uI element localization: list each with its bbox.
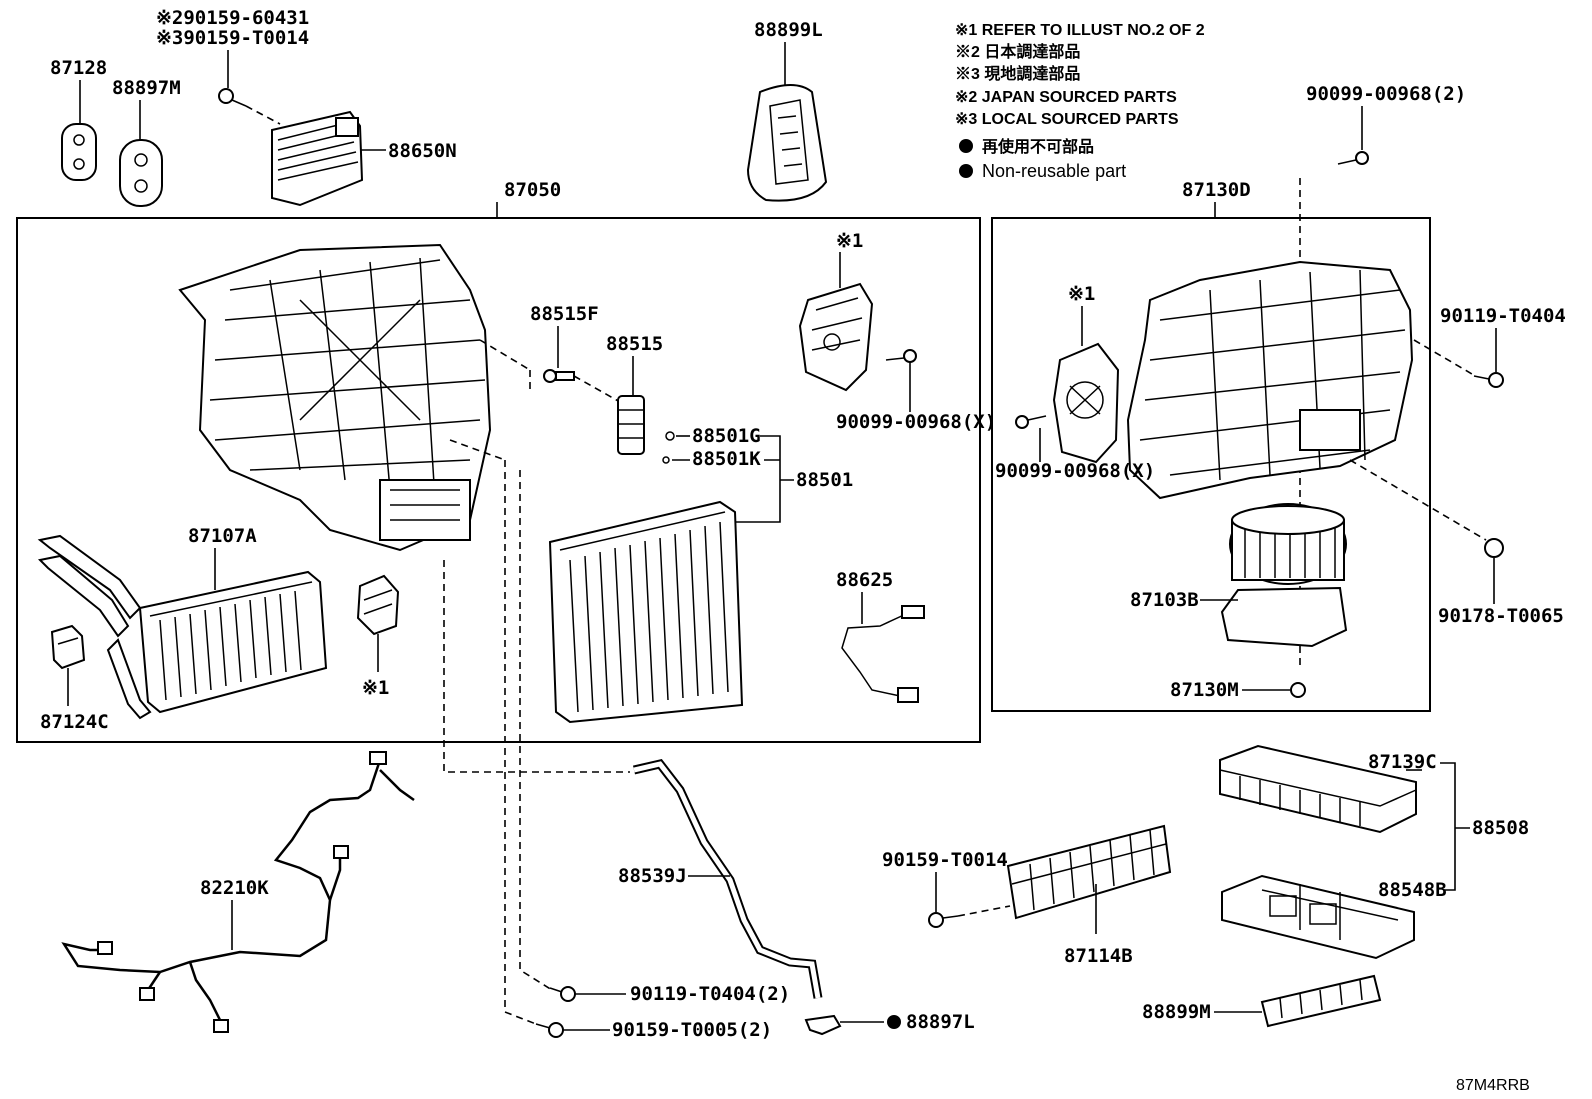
label-390159: ※390159-T0014	[156, 27, 309, 49]
screw-icon	[535, 1022, 564, 1038]
label-90159-T0005: 90159-T0005(2)	[612, 1019, 772, 1041]
label-88508: 88508	[1472, 817, 1529, 839]
label-290159: ※290159-60431	[156, 7, 309, 29]
label-90099-2: 90099-00968(2)	[1306, 83, 1466, 105]
label-90119-a: 90119-T0404	[1440, 305, 1566, 327]
note-nonreusable-en: Non-reusable part	[982, 161, 1126, 181]
grommet-87128-icon	[61, 123, 97, 181]
note-japan-jp: ※2 日本調達部品	[955, 42, 1080, 61]
pipe-88539J-icon	[632, 758, 823, 999]
assembly-87130D-box	[991, 217, 1431, 712]
non-reusable-dot-icon	[959, 164, 973, 178]
note-japan-en: ※2 JAPAN SOURCED PARTS	[955, 89, 1177, 106]
bolt-88515F-icon	[543, 369, 575, 383]
blower-motor-icon	[1220, 503, 1348, 648]
label-88897M: 88897M	[112, 77, 181, 99]
screw-icon	[885, 349, 917, 363]
screen-87114B-icon	[1006, 824, 1172, 920]
label-88650N: 88650N	[388, 140, 457, 162]
label-87114B: 87114B	[1064, 945, 1133, 967]
label-87050: 87050	[504, 179, 561, 201]
label-88501: 88501	[796, 469, 853, 491]
dash-route-pipe	[443, 560, 630, 773]
grommet-88897L-icon	[804, 1014, 842, 1036]
non-reusable-dot-icon	[887, 1015, 901, 1029]
label-88899L: 88899L	[754, 19, 823, 41]
label-88515F: 88515F	[530, 303, 599, 325]
screw-icon	[928, 912, 959, 928]
screw-icon	[549, 986, 576, 1002]
dash-housing-1	[479, 339, 531, 371]
note-nonreusable-jp: 再使用不可部品	[982, 137, 1094, 156]
dash-route-screw1	[519, 470, 553, 991]
label-88897L: 88897L	[906, 1011, 975, 1033]
screw-icon	[1473, 372, 1504, 388]
clip-90178-icon	[1484, 538, 1504, 558]
note-local-en: ※3 LOCAL SOURCED PARTS	[955, 111, 1179, 128]
label-88501K: 88501K	[692, 448, 761, 470]
label-87107A: 87107A	[188, 525, 257, 547]
bracket-88501	[736, 435, 794, 523]
bracket-88508	[1440, 762, 1470, 891]
mode-actuator-icon	[1052, 342, 1120, 464]
dash-90119-a	[1413, 339, 1473, 375]
diagram-code: 87M4RRB	[1456, 1077, 1530, 1094]
o-ring-88501K-icon	[662, 456, 670, 464]
label-88515: 88515	[606, 333, 663, 355]
label-90178: 90178-T0065	[1438, 605, 1564, 627]
dash-90178	[1349, 459, 1487, 541]
wire-harness-82210K-icon	[61, 751, 415, 1033]
label-88501G: 88501G	[692, 425, 761, 447]
filter-87139C-icon	[1219, 744, 1417, 834]
label-90159-T0014: 90159-T0014	[882, 849, 1008, 871]
seal-88897M-icon	[119, 139, 163, 207]
control-module-icon	[271, 110, 364, 207]
dash-screw	[245, 105, 281, 125]
label-88625: 88625	[836, 569, 893, 591]
sensor-88625-icon	[841, 605, 925, 703]
note-local-jp: ※3 現地調達部品	[955, 64, 1080, 83]
o-ring-88501G-icon	[665, 431, 675, 441]
screw-icon	[1337, 151, 1369, 165]
screw-icon	[1015, 415, 1047, 429]
heater-core-icon	[37, 534, 328, 720]
label-88548B: 88548B	[1378, 879, 1447, 901]
servo-motor-icon	[798, 282, 874, 392]
blower-housing-icon	[1126, 260, 1414, 500]
actuator-small-icon	[356, 574, 400, 636]
screw-icon	[1290, 682, 1306, 698]
dash-housing-2	[449, 439, 506, 461]
label-88899M: 88899M	[1142, 1001, 1211, 1023]
dash-route-screw2	[504, 460, 537, 1025]
filter-case-88548B-icon	[1221, 874, 1415, 960]
label-90099x-a: 90099-00968(X)	[836, 411, 996, 433]
label-87139C: 87139C	[1368, 751, 1437, 773]
evaporator-icon	[548, 500, 744, 724]
label-ref1b: ※1	[362, 677, 389, 699]
label-87124C: 87124C	[40, 711, 109, 733]
bracket-87124C-icon	[50, 624, 86, 670]
seal-88899M-icon	[1260, 974, 1382, 1028]
expansion-valve-88515-icon	[617, 395, 645, 455]
dash-90159-T0014	[957, 905, 1011, 917]
label-87128: 87128	[50, 57, 107, 79]
label-82210K: 82210K	[200, 877, 269, 899]
note-refer: ※1 REFER TO ILLUST NO.2 OF 2	[955, 22, 1205, 39]
label-90119-2: 90119-T0404(2)	[630, 983, 790, 1005]
label-ref1c: ※1	[1068, 283, 1095, 305]
label-ref1a: ※1	[836, 230, 863, 252]
label-87130M: 87130M	[1170, 679, 1239, 701]
label-87103B: 87103B	[1130, 589, 1199, 611]
assembly-87050-box	[16, 217, 981, 743]
dash-88515F	[573, 375, 621, 403]
label-90099x-b: 90099-00968(X)	[995, 460, 1155, 482]
label-87130D: 87130D	[1182, 179, 1251, 201]
duct-seal-88899L-icon	[746, 84, 828, 202]
screw-icon	[218, 88, 247, 107]
non-reusable-dot-icon	[959, 139, 973, 153]
heater-housing-icon	[178, 243, 492, 552]
label-88539J: 88539J	[618, 865, 687, 887]
